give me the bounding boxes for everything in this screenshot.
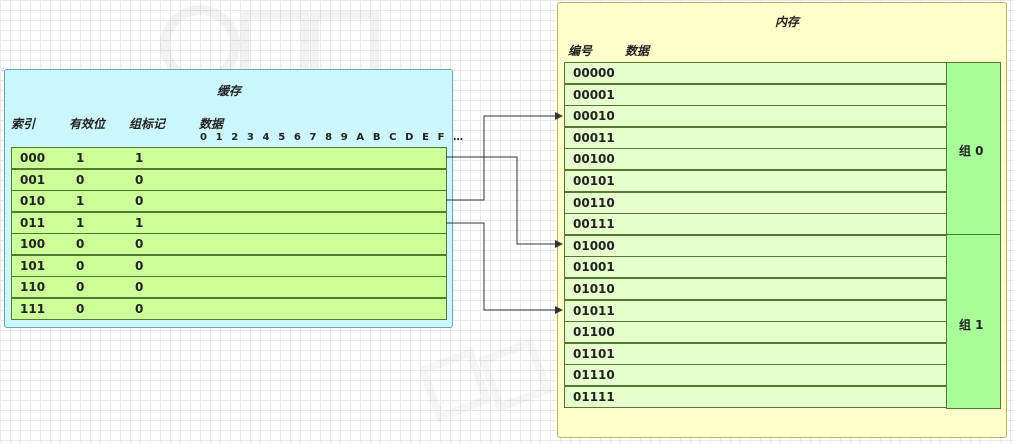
memory-row: 00011 [564,126,948,149]
header-valid: 有效位 [69,117,106,131]
cache-cell-tag: 0 [135,194,144,208]
cache-cell-tag: 0 [135,280,144,294]
memory-row: 01101 [564,342,948,365]
memory-row: 00010 [564,105,948,128]
cache-row: 111 0 0 [11,297,447,320]
cache-cell-index: 000 [20,151,46,165]
cache-cell-valid: 0 [76,258,85,273]
memory-address: 00001 [573,87,615,102]
cache-cell-index: 100 [20,237,46,251]
cache-cell-tag: 0 [135,258,144,273]
cache-row: 000 1 1 [11,147,447,169]
arrow-000-to-01000 [446,156,563,248]
header-data: 数据 [199,117,224,131]
memory-row: 01111 [564,386,948,408]
cache-cell-tag: 0 [135,237,144,251]
header-number: 编号 [568,44,593,58]
memory-address: 01010 [573,282,615,296]
memory-row: 01110 [564,364,948,387]
memory-address: 01101 [573,346,615,361]
data-bit-labels: 0 1 2 3 4 5 6 7 8 9 A B C D E F … [200,132,466,143]
memory-title: 内存 [775,15,800,29]
memory-address: 01100 [573,325,615,340]
memory-address: 01110 [573,368,615,383]
memory-row: 01100 [564,321,948,344]
header-mem-data: 数据 [625,44,650,58]
group-0-label: 组 0 [959,144,984,158]
memory-panel: 内存 编号 数据 00000 00001 00010 00011 00100 00101 0… [557,2,1007,438]
cache-cell-index: 101 [20,258,46,273]
arrow-011-to-01011 [446,222,563,314]
memory-row: 01001 [564,256,948,279]
cache-cell-index: 010 [20,194,46,208]
memory-address: 01001 [573,260,615,275]
header-index: 索引 [11,117,36,131]
cache-cell-valid: 0 [76,172,85,187]
memory-address: 00111 [573,217,615,232]
cache-cell-tag: 1 [135,215,144,230]
cache-cell-valid: 0 [76,301,85,316]
memory-address: 00110 [573,195,615,210]
memory-row: 00001 [564,83,948,106]
cache-cell-valid: 0 [76,237,85,251]
memory-row: 00101 [564,170,948,192]
memory-row: 00100 [564,148,948,171]
cache-cell-index: 001 [20,172,46,187]
cache-cell-tag: 0 [135,172,144,187]
cache-cell-index: 011 [20,215,46,230]
memory-address: 01000 [573,238,615,253]
cache-cell-index: 110 [20,280,46,294]
memory-address: 01111 [573,390,615,404]
header-tag: 组标记 [129,117,166,131]
memory-address: 00011 [573,130,615,145]
cache-cell-tag: 0 [135,301,144,316]
memory-row: 00110 [564,191,948,214]
memory-row: 01010 [564,278,948,300]
group-1-cell: 组 1 [946,234,1001,409]
memory-address: 00000 [573,66,615,80]
memory-row: 00000 [564,62,948,84]
cache-cell-valid: 1 [76,215,85,230]
cache-cell-valid: 0 [76,280,85,294]
cache-title: 缓存 [217,84,242,98]
group-1-label: 组 1 [959,318,984,332]
cache-cell-valid: 1 [76,151,85,165]
memory-row: 01000 [564,234,948,257]
cache-cell-valid: 1 [76,194,85,208]
cache-cell-index: 111 [20,301,46,316]
memory-row: 01011 [564,299,948,322]
memory-row: 00111 [564,213,948,236]
group-0-cell: 组 0 [946,62,1001,235]
memory-address: 00010 [573,109,615,124]
memory-address: 00100 [573,152,615,167]
memory-address: 01011 [573,303,615,318]
memory-address: 00101 [573,174,615,188]
cache-panel: 缓存 索引 有效位 组标记 数据 0 1 2 3 4 5 6 7 8 9 A B… [4,69,463,328]
cache-cell-tag: 1 [135,151,144,165]
arrow-010-to-00010 [446,112,563,201]
